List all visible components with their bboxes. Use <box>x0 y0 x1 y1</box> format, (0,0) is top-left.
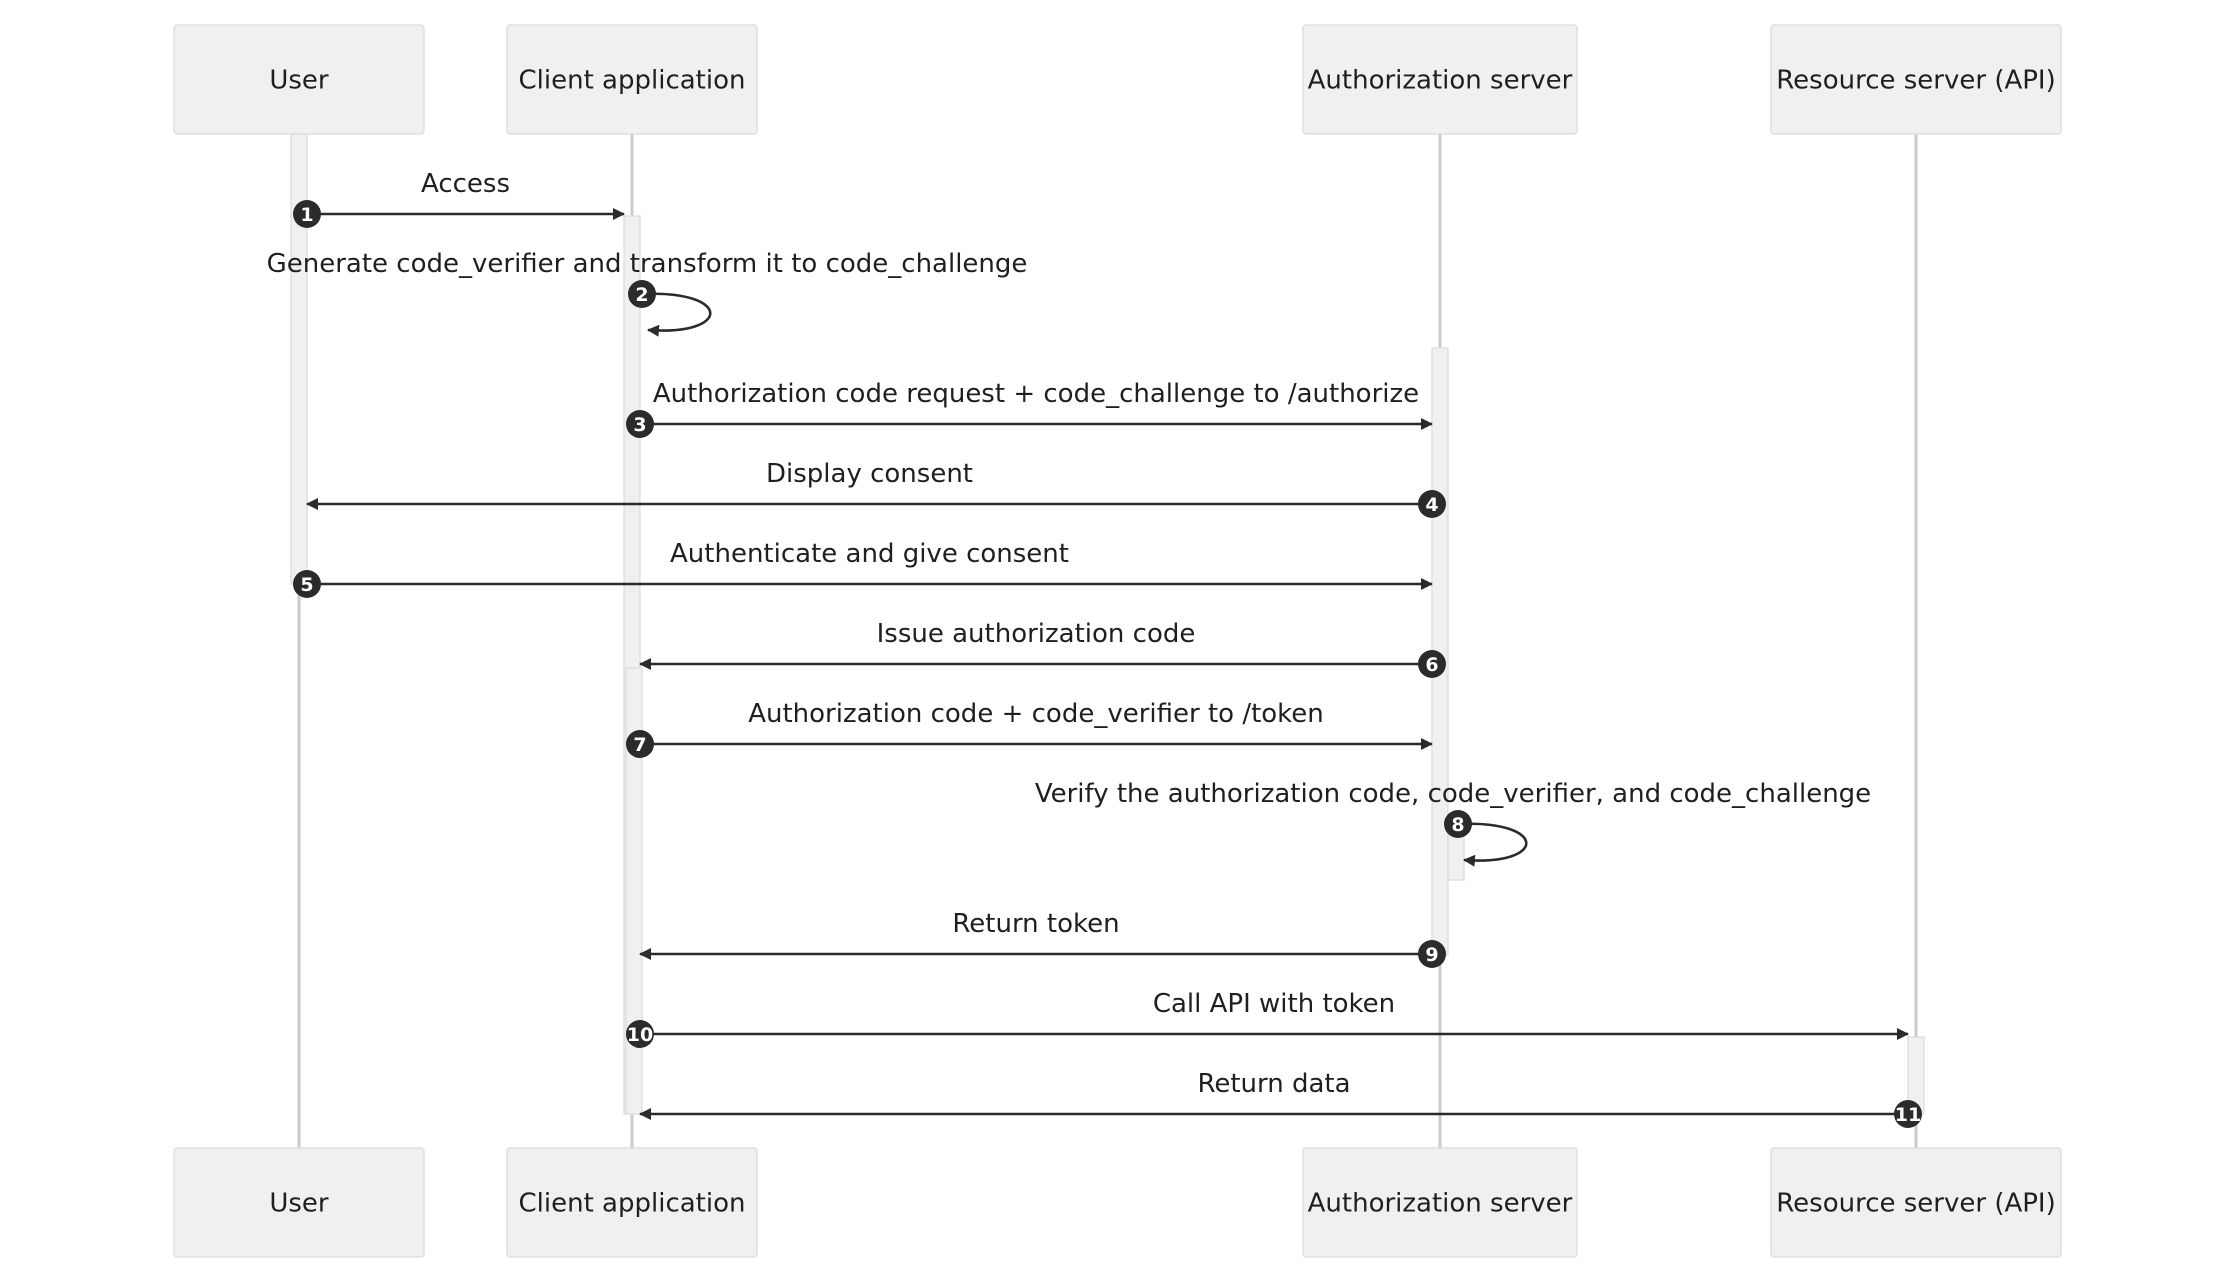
actor-resource-top: Resource server (API) <box>1770 24 2062 135</box>
actor-label: User <box>269 66 329 96</box>
sequence-number-badge <box>626 730 654 758</box>
actor-auth-bottom: Authorization server <box>1302 1147 1578 1258</box>
sequence-number-badge <box>1418 650 1446 678</box>
sequence-number: 5 <box>300 574 313 596</box>
sequence-number-badge <box>1894 1100 1922 1128</box>
activation-bar-client <box>625 667 643 1115</box>
actor-label: Authorization server <box>1308 1189 1573 1219</box>
message-7: Authorization code + code_verifier to /t… <box>626 699 1433 758</box>
actor-label: Resource server (API) <box>1776 1189 2056 1219</box>
actor-box <box>506 24 758 135</box>
actor-client-bottom: Client application <box>506 1147 758 1258</box>
message-arrow <box>641 292 712 337</box>
actor-box <box>1302 1147 1578 1258</box>
message-9: Return token 9 <box>639 909 1446 968</box>
actor-box <box>1770 24 2062 135</box>
message-6: Issue authorization code 6 <box>639 619 1446 678</box>
message-11: Return data 11 <box>639 1069 1922 1128</box>
message-label: Access <box>421 169 510 199</box>
message-10: Call API with token 10 <box>626 989 1909 1048</box>
message-label: Return token <box>952 909 1119 939</box>
actor-box <box>173 24 425 135</box>
message-label: Verify the authorization code, code_veri… <box>1035 779 1871 809</box>
message-label: Authenticate and give consent <box>670 539 1069 569</box>
actor-box <box>506 1147 758 1258</box>
sequence-number-badge <box>293 200 321 228</box>
message-label: Generate code_verifier and transform it … <box>267 249 1028 279</box>
message-8: Verify the authorization code, code_veri… <box>1035 779 1871 867</box>
sequence-number-badge <box>626 410 654 438</box>
sequence-number: 10 <box>627 1024 653 1046</box>
actor-user-bottom: User <box>173 1147 425 1258</box>
sequence-number: 8 <box>1451 814 1464 836</box>
message-arrow <box>1457 822 1528 867</box>
actor-user-top: User <box>173 24 425 135</box>
actor-label: Client application <box>519 66 746 96</box>
message-label: Authorization code request + code_challe… <box>653 379 1419 409</box>
sequence-number: 9 <box>1425 944 1438 966</box>
actor-auth-top: Authorization server <box>1302 24 1578 135</box>
sequence-number-badge <box>293 570 321 598</box>
sequence-number: 1 <box>300 204 313 226</box>
actor-label: Resource server (API) <box>1776 66 2056 96</box>
actor-box <box>173 1147 425 1258</box>
actor-label: User <box>269 1189 329 1219</box>
message-5: Authenticate and give consent 5 <box>293 539 1433 598</box>
message-label: Return data <box>1197 1069 1350 1099</box>
sequence-number-badge <box>1418 490 1446 518</box>
message-2: Generate code_verifier and transform it … <box>267 249 1028 337</box>
sequence-number: 11 <box>1895 1104 1921 1126</box>
actor-resource-bottom: Resource server (API) <box>1770 1147 2062 1258</box>
actor-label: Client application <box>519 1189 746 1219</box>
message-label: Call API with token <box>1153 989 1395 1019</box>
actor-client-top: Client application <box>506 24 758 135</box>
sequence-number: 2 <box>635 284 648 306</box>
message-label: Issue authorization code <box>877 619 1196 649</box>
actor-label: Authorization server <box>1308 66 1573 96</box>
sequence-number-badge <box>1444 810 1472 838</box>
sequence-number: 7 <box>633 734 646 756</box>
message-1: Access 1 <box>293 169 625 228</box>
actor-box <box>1302 24 1578 135</box>
sequence-number-badge <box>1418 940 1446 968</box>
sequence-number: 6 <box>1425 654 1438 676</box>
sequence-number: 3 <box>633 414 646 436</box>
actor-box <box>1770 1147 2062 1258</box>
sequence-number: 4 <box>1425 494 1438 516</box>
message-4: Display consent 4 <box>306 459 1446 518</box>
sequence-number-badge <box>626 1020 654 1048</box>
message-label: Display consent <box>766 459 973 489</box>
message-label: Authorization code + code_verifier to /t… <box>748 699 1324 729</box>
sequence-number-badge <box>628 280 656 308</box>
message-3: Authorization code request + code_challe… <box>626 379 1433 438</box>
